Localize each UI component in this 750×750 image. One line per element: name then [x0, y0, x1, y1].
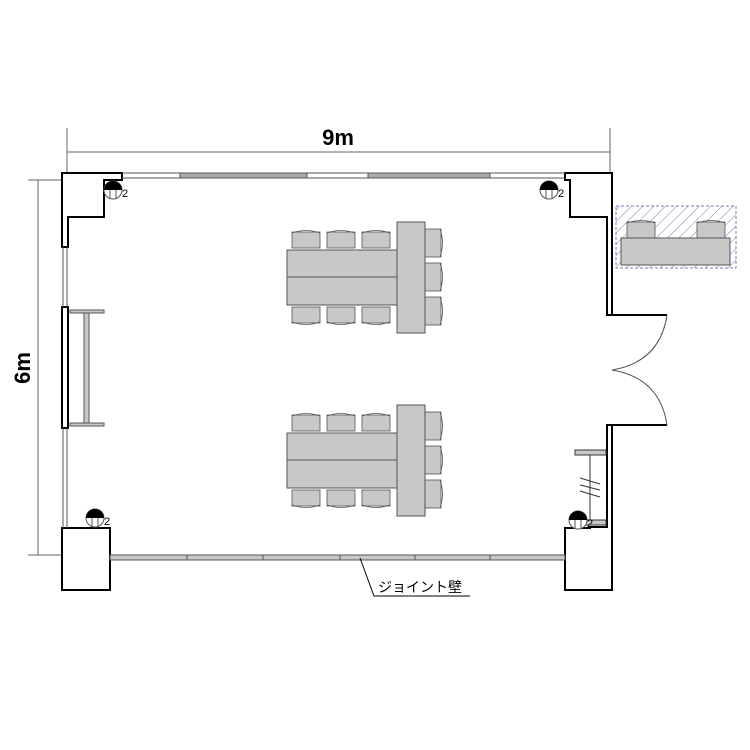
chair [361, 489, 391, 508]
chair [424, 262, 443, 292]
column-count: 2 [558, 188, 564, 200]
column-count: 2 [104, 516, 110, 528]
table [286, 276, 398, 306]
column-count: 2 [122, 188, 128, 200]
column-icon: 2 [568, 510, 593, 530]
chair [326, 413, 356, 432]
column-count: 2 [587, 518, 593, 530]
chair [361, 230, 391, 249]
chair [291, 230, 321, 249]
storage-area [615, 205, 737, 269]
storage-chair [696, 220, 726, 239]
storage-chair [626, 220, 656, 239]
table-group-upper [286, 221, 443, 334]
chair [291, 413, 321, 432]
table-group-lower [286, 404, 443, 517]
columns: 2 2 2 2 [85, 180, 593, 530]
chair [424, 479, 443, 509]
chair [361, 306, 391, 325]
table [286, 432, 398, 461]
right-partition [574, 449, 607, 526]
double-door[interactable] [611, 314, 668, 426]
width-label: 9m [322, 125, 354, 150]
joint-wall [109, 554, 566, 561]
table [286, 249, 398, 278]
chair [424, 228, 443, 258]
walls [61, 172, 667, 591]
column-icon: 2 [85, 508, 110, 528]
chair [424, 445, 443, 475]
left-partition [69, 309, 105, 427]
height-dimension [28, 179, 62, 556]
column-icon: 2 [539, 180, 564, 200]
chair [424, 411, 443, 441]
table [396, 404, 426, 517]
joint-wall-label: ジョイント壁 [378, 579, 462, 595]
chair [291, 306, 321, 325]
chair [326, 306, 356, 325]
chair [326, 489, 356, 508]
table [396, 221, 426, 334]
chair [424, 296, 443, 326]
chair [291, 489, 321, 508]
column-icon: 2 [103, 180, 128, 200]
chair [361, 413, 391, 432]
storage-table [620, 237, 731, 266]
windows [62, 172, 565, 528]
table [286, 459, 398, 489]
chair [326, 230, 356, 249]
table-groups [286, 221, 443, 517]
width-dimension [66, 128, 611, 172]
height-label: 6m [10, 352, 35, 384]
joint-wall-leader [359, 557, 470, 597]
